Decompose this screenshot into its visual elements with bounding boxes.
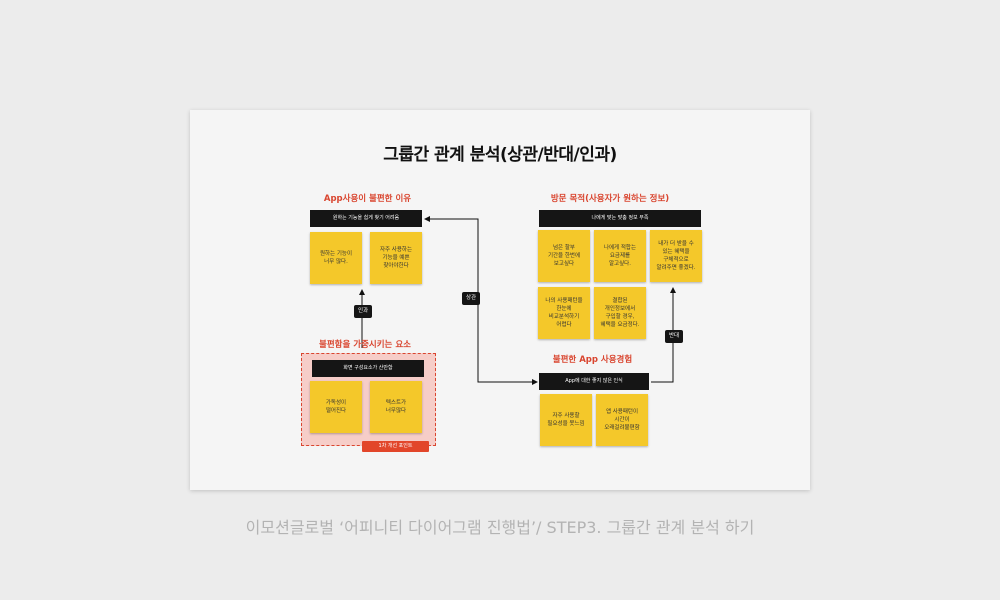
sticky-note: 원하는 기능이 너무 많다.: [310, 232, 362, 284]
opposite-arrow: [651, 287, 676, 383]
relation-tag-opposite: 반대: [665, 330, 684, 343]
image-caption: 이모션글로벌 ‘어피니티 다이어그램 진행법’/ STEP3. 그룹간 관계 분…: [245, 518, 755, 537]
group-heading-visit-purpose: 방문 목적(사용자가 원하는 정보): [550, 194, 670, 204]
group-label-app-experience: App에 대한 좋지 않은 인식: [539, 373, 649, 390]
correlation-arrow-to-experience: [477, 219, 538, 385]
relation-tag-correlation: 상관: [462, 292, 481, 305]
sticky-note: 내가 더 받을 수 있는 혜택을 구체적으로 알려주면 좋겠다.: [650, 230, 702, 282]
group-heading-app-experience: 불편한 App 사용경험: [552, 355, 633, 365]
slide-canvas: 그룹간 관계 분석(상관/반대/인과) App사용이 불편한 이유 원하는 기능…: [190, 110, 810, 490]
sticky-note: 나에게 적합는 요금제를 알고싶다.: [594, 230, 646, 282]
sticky-note: 앱 사용패턴이 시간이 오래걸려불편함: [596, 394, 648, 446]
slide-title: 그룹간 관계 분석(상관/반대/인과): [383, 145, 617, 165]
sticky-note: 자주 사용하는 기능을 예쁜 찾아야한다: [370, 232, 422, 284]
relationship-connectors: [359, 216, 676, 385]
sticky-note: 텍스트가 너무많다: [370, 381, 422, 433]
sticky-note: 자주 사용할 필요성을 못느낌: [540, 394, 592, 446]
group-heading-app-reasons: App사용이 불편한 이유: [323, 194, 412, 204]
group-label-app-reasons: 원하는 기능을 쉽게 찾기 어려움: [310, 210, 422, 227]
improvement-point-badge: 1차 개선 포인트: [362, 441, 429, 452]
group-label-visit-purpose: 나에게 맞는 맞춤 정보 부족: [539, 210, 701, 227]
relation-tag-causal: 인과: [354, 305, 373, 318]
sticky-note: 결합된 개인정보에서 구입할 경우, 혜택을 요금정다.: [594, 287, 646, 339]
group-label-aggravating-elements: 화면 구성요소가 산만함: [312, 360, 424, 377]
sticky-note: 가독성이 떨어진다: [310, 381, 362, 433]
group-heading-aggravating-elements: 불편함을 가중시키는 요소: [319, 340, 411, 350]
sticky-note: 나의 사용패턴을 한눈에 비교분석하기 어렵다: [538, 287, 590, 339]
sticky-note: 넘은 할부 기간을 한번에 보고싶다: [538, 230, 590, 282]
